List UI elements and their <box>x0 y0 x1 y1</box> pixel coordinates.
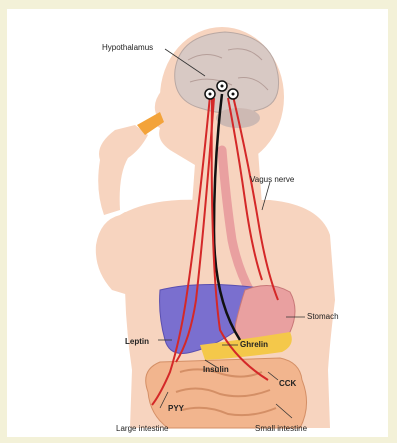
label-cck: CCK <box>279 380 296 388</box>
label-insulin: Insulin <box>203 366 229 374</box>
label-small-intestine: Small intestine <box>255 425 307 433</box>
label-vagus-nerve: Vagus nerve <box>250 176 294 184</box>
label-pyy: PYY <box>168 405 184 413</box>
label-hypothalamus: Hypothalamus <box>102 44 153 52</box>
label-stomach: Stomach <box>307 313 339 321</box>
label-large-intestine: Large intestine <box>116 425 168 433</box>
forearm <box>98 125 148 215</box>
label-ghrelin: Ghrelin <box>240 341 268 349</box>
label-leptin: Leptin <box>125 338 149 346</box>
